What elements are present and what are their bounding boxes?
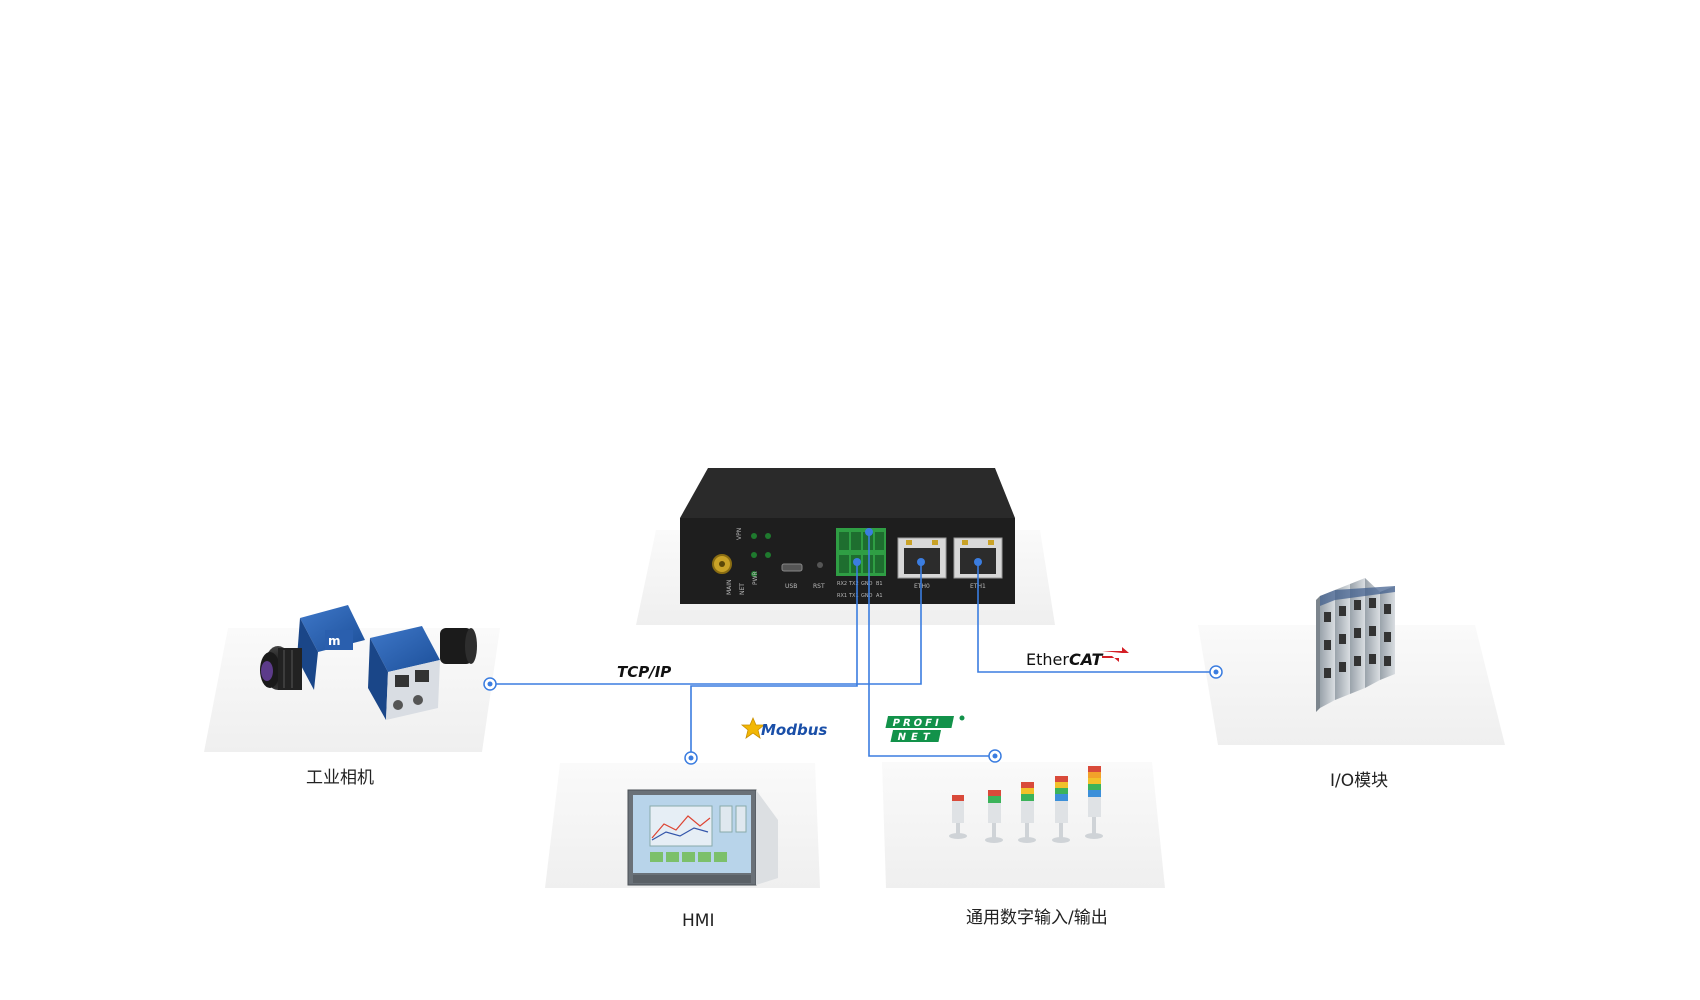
- io-module-label: I/O模块: [1330, 771, 1388, 791]
- node-digital-io: [988, 749, 1002, 763]
- eth0-label: ETH0: [914, 583, 930, 590]
- status-leds: [751, 533, 771, 577]
- digital-io-label: 通用数字输入/输出: [966, 908, 1108, 928]
- ethercat-suffix: CAT: [1069, 650, 1104, 669]
- ethercat-prefix: Ether: [1026, 650, 1069, 669]
- signal-tower-3: [1018, 782, 1036, 843]
- terminal-label-rx2: RX2: [837, 581, 847, 587]
- connection-lines: [490, 532, 1216, 758]
- profinet-label-top: PROFI: [891, 718, 942, 729]
- hmi-illustration: [627, 789, 778, 886]
- industrial-camera-illustration: m: [260, 605, 477, 720]
- signal-tower-2: [985, 790, 1003, 843]
- usb-port: [781, 563, 803, 572]
- ethercat-logo: EtherCAT: [1026, 647, 1129, 669]
- signal-tower-5: [1085, 766, 1103, 839]
- modbus-logo: Modbus: [740, 716, 827, 739]
- io-module-4: [1365, 578, 1380, 688]
- connection-nodes: [483, 528, 1223, 765]
- modbus-line: [690, 562, 858, 758]
- ethercat-arrows-icon: [1102, 647, 1129, 662]
- profinet-label-bottom: NET: [896, 732, 935, 743]
- ethercat-label: EtherCAT: [1026, 650, 1104, 669]
- svg-text:m: m: [328, 634, 341, 648]
- rst-label: RST: [813, 583, 825, 590]
- io-module-5: [1380, 586, 1395, 680]
- led-label-net: NET: [739, 583, 746, 595]
- modbus-star-icon: [740, 716, 766, 739]
- hmi-label: HMI: [682, 911, 714, 931]
- gateway-top: [680, 468, 1015, 518]
- digital-io-platform: [882, 762, 1165, 888]
- profinet-dot: [959, 715, 965, 721]
- node-hmi: [684, 751, 698, 765]
- led-label-pwr: PWR: [752, 571, 759, 585]
- node-camera: [483, 677, 497, 691]
- terminal-label-rx1: RX1: [837, 593, 847, 599]
- signal-tower-4: [1052, 776, 1070, 843]
- io-module-1: [1320, 590, 1335, 708]
- usb-label: USB: [785, 583, 797, 590]
- camera-label: 工业相机: [306, 768, 374, 788]
- node-terminal-a: [853, 558, 861, 566]
- led-label-vpn: VPN: [736, 528, 743, 540]
- node-terminal-b: [865, 528, 873, 536]
- signal-tower-1: [949, 795, 967, 839]
- tcpip-label: TCP/IP: [617, 663, 671, 681]
- node-io-module: [1209, 665, 1223, 679]
- node-eth0: [917, 558, 925, 566]
- terminal-label-tx1: TX1: [848, 593, 859, 599]
- ethercat-line: [977, 562, 1216, 673]
- tcpip-line: [490, 562, 922, 685]
- digital-io-illustration: [949, 766, 1103, 843]
- io-module-3: [1350, 578, 1365, 694]
- profinet-logo: PROFI NET: [885, 716, 954, 743]
- node-eth1: [974, 558, 982, 566]
- terminal-label-gnd1: GND: [861, 593, 873, 599]
- camera-2: [368, 626, 477, 720]
- terminal-label-tx2: TX2: [848, 581, 859, 587]
- terminal-block: [836, 528, 886, 576]
- terminal-label-gnd2: GND: [861, 581, 873, 587]
- camera-1: m: [260, 605, 365, 690]
- reset-button: [817, 562, 823, 568]
- led-label-main: MAIN: [726, 579, 733, 595]
- terminal-label-a1: A1: [876, 593, 883, 599]
- gateway-device: VPN MAIN NET PWR USB RST RX2 TX2 GND B1 …: [680, 468, 1015, 604]
- modbus-label: Modbus: [761, 721, 827, 739]
- io-module-illustration: [1316, 578, 1395, 712]
- io-module-2: [1335, 584, 1350, 700]
- terminal-label-b1: B1: [876, 581, 883, 587]
- profinet-line: [868, 532, 995, 757]
